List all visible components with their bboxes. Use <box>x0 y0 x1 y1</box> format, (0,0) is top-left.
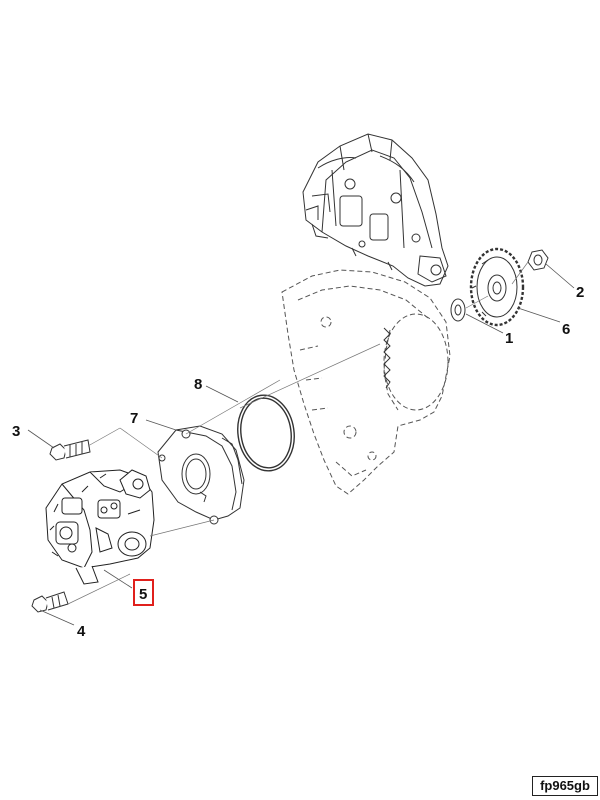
callout-1: 1 <box>505 330 513 347</box>
bolt-upper <box>49 439 91 461</box>
callout-5: 5 <box>139 586 147 603</box>
callout-3: 3 <box>12 423 20 440</box>
drive-gear <box>469 247 525 327</box>
hex-nut <box>527 249 549 271</box>
callout-5-highlight-box <box>133 579 154 606</box>
bolt-lower <box>31 591 69 613</box>
callout-7: 7 <box>130 410 138 427</box>
callout-2: 2 <box>576 284 584 301</box>
callout-6: 6 <box>562 321 570 338</box>
fuel-pump <box>45 469 155 585</box>
reference-code-label: fp965gb <box>532 776 598 796</box>
washer <box>450 298 466 322</box>
leader-lines <box>27 263 575 626</box>
assembly-lines <box>67 261 529 605</box>
ghost-housing-splines <box>383 327 391 389</box>
o-ring-seal <box>237 394 295 472</box>
pump-flange <box>157 425 245 525</box>
ghost-timing-housing <box>281 269 451 495</box>
callout-4: 4 <box>77 623 86 640</box>
front-cover-housing <box>302 133 449 287</box>
callout-8: 8 <box>194 376 202 393</box>
